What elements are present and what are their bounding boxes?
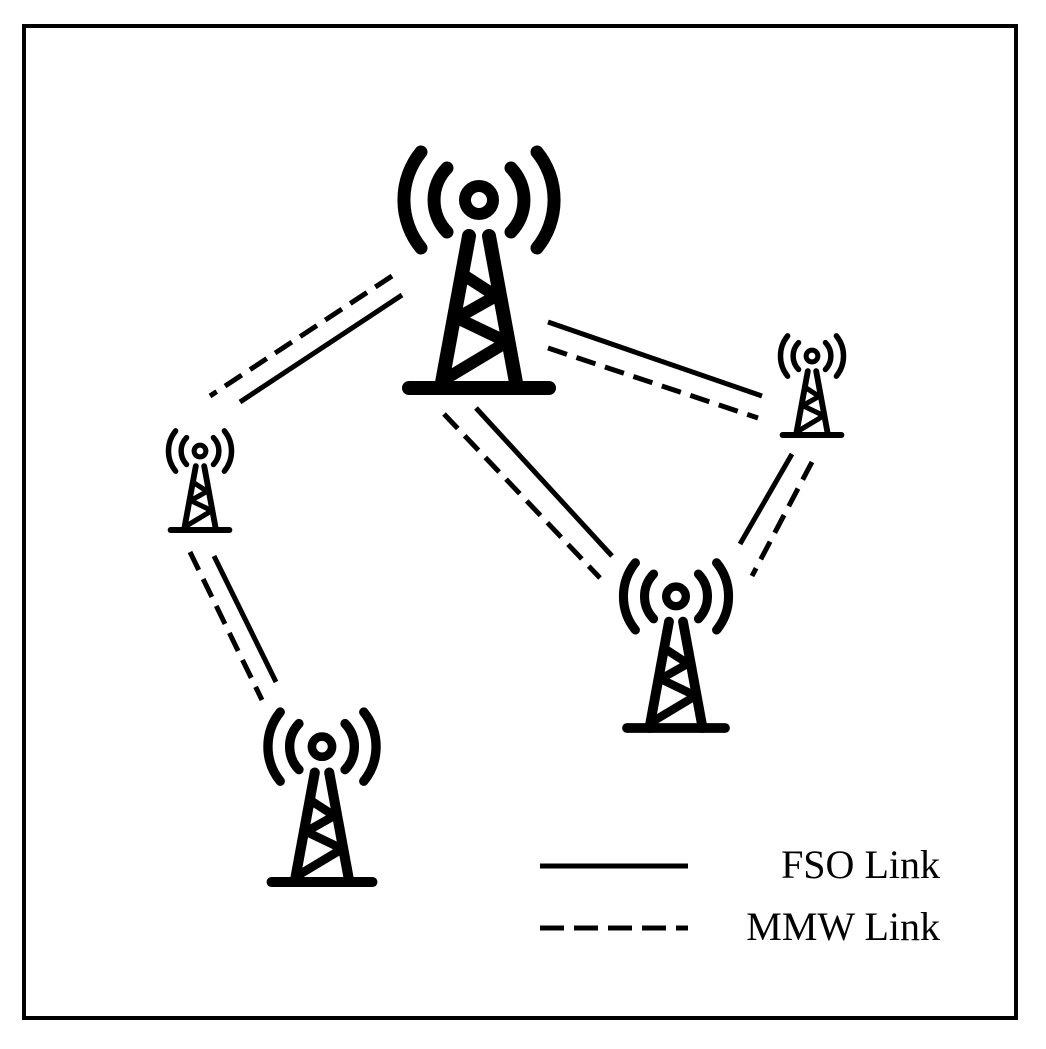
radio-tower-icon — [168, 431, 231, 530]
radio-tower-icon — [404, 152, 554, 388]
towers-layer — [168, 152, 843, 882]
legend-fso-label: FSO Link — [781, 842, 940, 887]
fso-link-left-bottom — [211, 554, 279, 684]
radio-tower-icon — [268, 712, 376, 882]
legend-mmw-label: MMW Link — [746, 904, 940, 949]
links-layer — [187, 273, 815, 702]
fso-link-right-center — [737, 452, 795, 546]
mmw-link-left-bottom — [187, 550, 265, 702]
radio-tower-icon — [623, 563, 728, 728]
legend: FSO Link MMW Link — [540, 842, 940, 949]
mmw-link-right-center — [749, 460, 815, 578]
diagram-frame — [22, 24, 1018, 1020]
radio-tower-icon — [780, 336, 843, 435]
fso-link-top-center — [474, 406, 614, 558]
fso-link-top-right — [547, 319, 763, 399]
fso-link-top-left — [238, 292, 404, 405]
mmw-link-top-right — [547, 345, 759, 421]
mmw-link-top-center — [442, 412, 602, 580]
mmw-link-top-left — [208, 273, 394, 399]
